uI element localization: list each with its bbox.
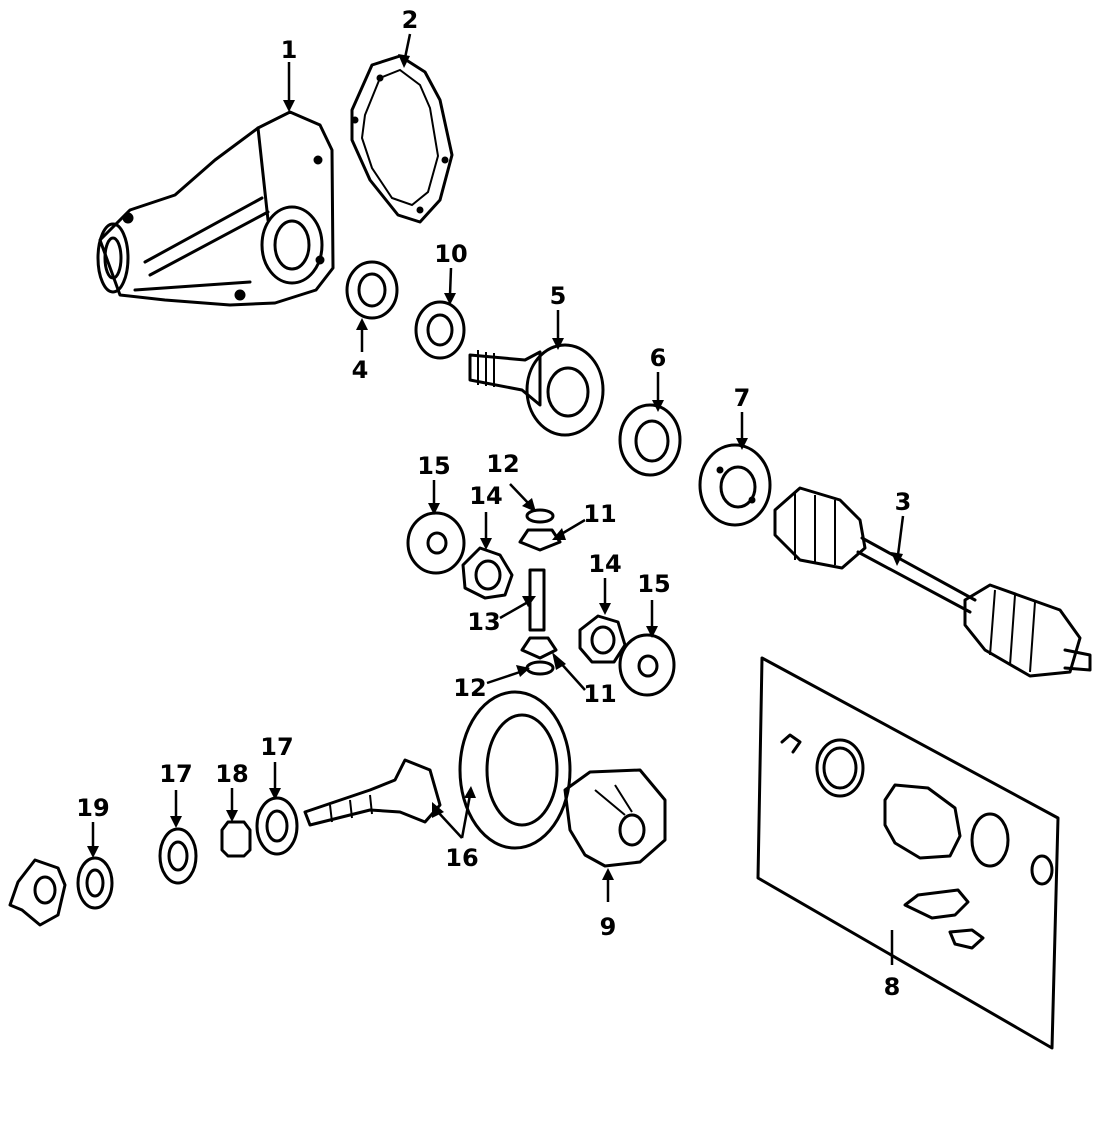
side-gear-upper (461, 546, 514, 600)
crush-spacer (220, 820, 252, 858)
callout-15-lower: 15 (637, 570, 670, 598)
callout-5: 5 (550, 282, 567, 310)
differential-housing (96, 110, 335, 307)
callout-10: 10 (434, 240, 467, 268)
callout-17-left: 17 (159, 760, 192, 788)
callout-13: 13 (467, 608, 500, 636)
callout-8: 8 (884, 973, 901, 1001)
cover-gasket (350, 54, 454, 224)
callout-1: 1 (281, 36, 298, 64)
bearing-10 (414, 300, 466, 360)
callout-17-right: 17 (260, 733, 293, 761)
callout-19: 19 (76, 794, 109, 822)
joint-cap (618, 403, 682, 477)
side-gear-lower (578, 614, 627, 664)
leader-lines (87, 33, 905, 965)
axle-shaft (773, 486, 1092, 678)
companion-flange (8, 858, 67, 927)
thrust-washer-lower (618, 633, 676, 697)
callout-6: 6 (650, 344, 667, 372)
callout-12-upper: 12 (486, 450, 519, 478)
pinion-washer-lower (525, 660, 555, 676)
pinion-seal (76, 856, 114, 910)
callout-2: 2 (402, 6, 419, 34)
ring-and-pinion (303, 690, 572, 850)
callout-12-lower: 12 (453, 674, 486, 702)
callout-14-lower: 14 (588, 550, 621, 578)
callout-16: 16 (445, 844, 478, 872)
pinion-bearing-outer (255, 796, 299, 856)
callout-7: 7 (734, 384, 751, 412)
callout-11-upper: 11 (583, 500, 616, 528)
callout-4: 4 (352, 356, 369, 384)
pinion-washer-upper (525, 508, 555, 524)
pinion-bearing-inner (158, 827, 198, 885)
callout-numbers: 1 2 3 4 5 6 7 8 9 10 11 11 12 12 13 14 1… (76, 6, 911, 1001)
callout-11-lower: 11 (583, 680, 616, 708)
callout-14-upper: 14 (469, 482, 502, 510)
repair-kit-panel (756, 656, 1060, 1050)
cv-joint (698, 443, 772, 527)
axle-flange (468, 343, 605, 437)
differential-carrier (563, 768, 667, 868)
cross-pin (528, 568, 546, 632)
callout-18: 18 (215, 760, 248, 788)
pinion-gear-lower (520, 636, 558, 660)
callout-15-upper: 15 (417, 452, 450, 480)
output-seal (345, 260, 399, 320)
callout-9: 9 (600, 913, 617, 941)
thrust-washer-upper (406, 511, 466, 575)
callout-3: 3 (895, 488, 912, 516)
